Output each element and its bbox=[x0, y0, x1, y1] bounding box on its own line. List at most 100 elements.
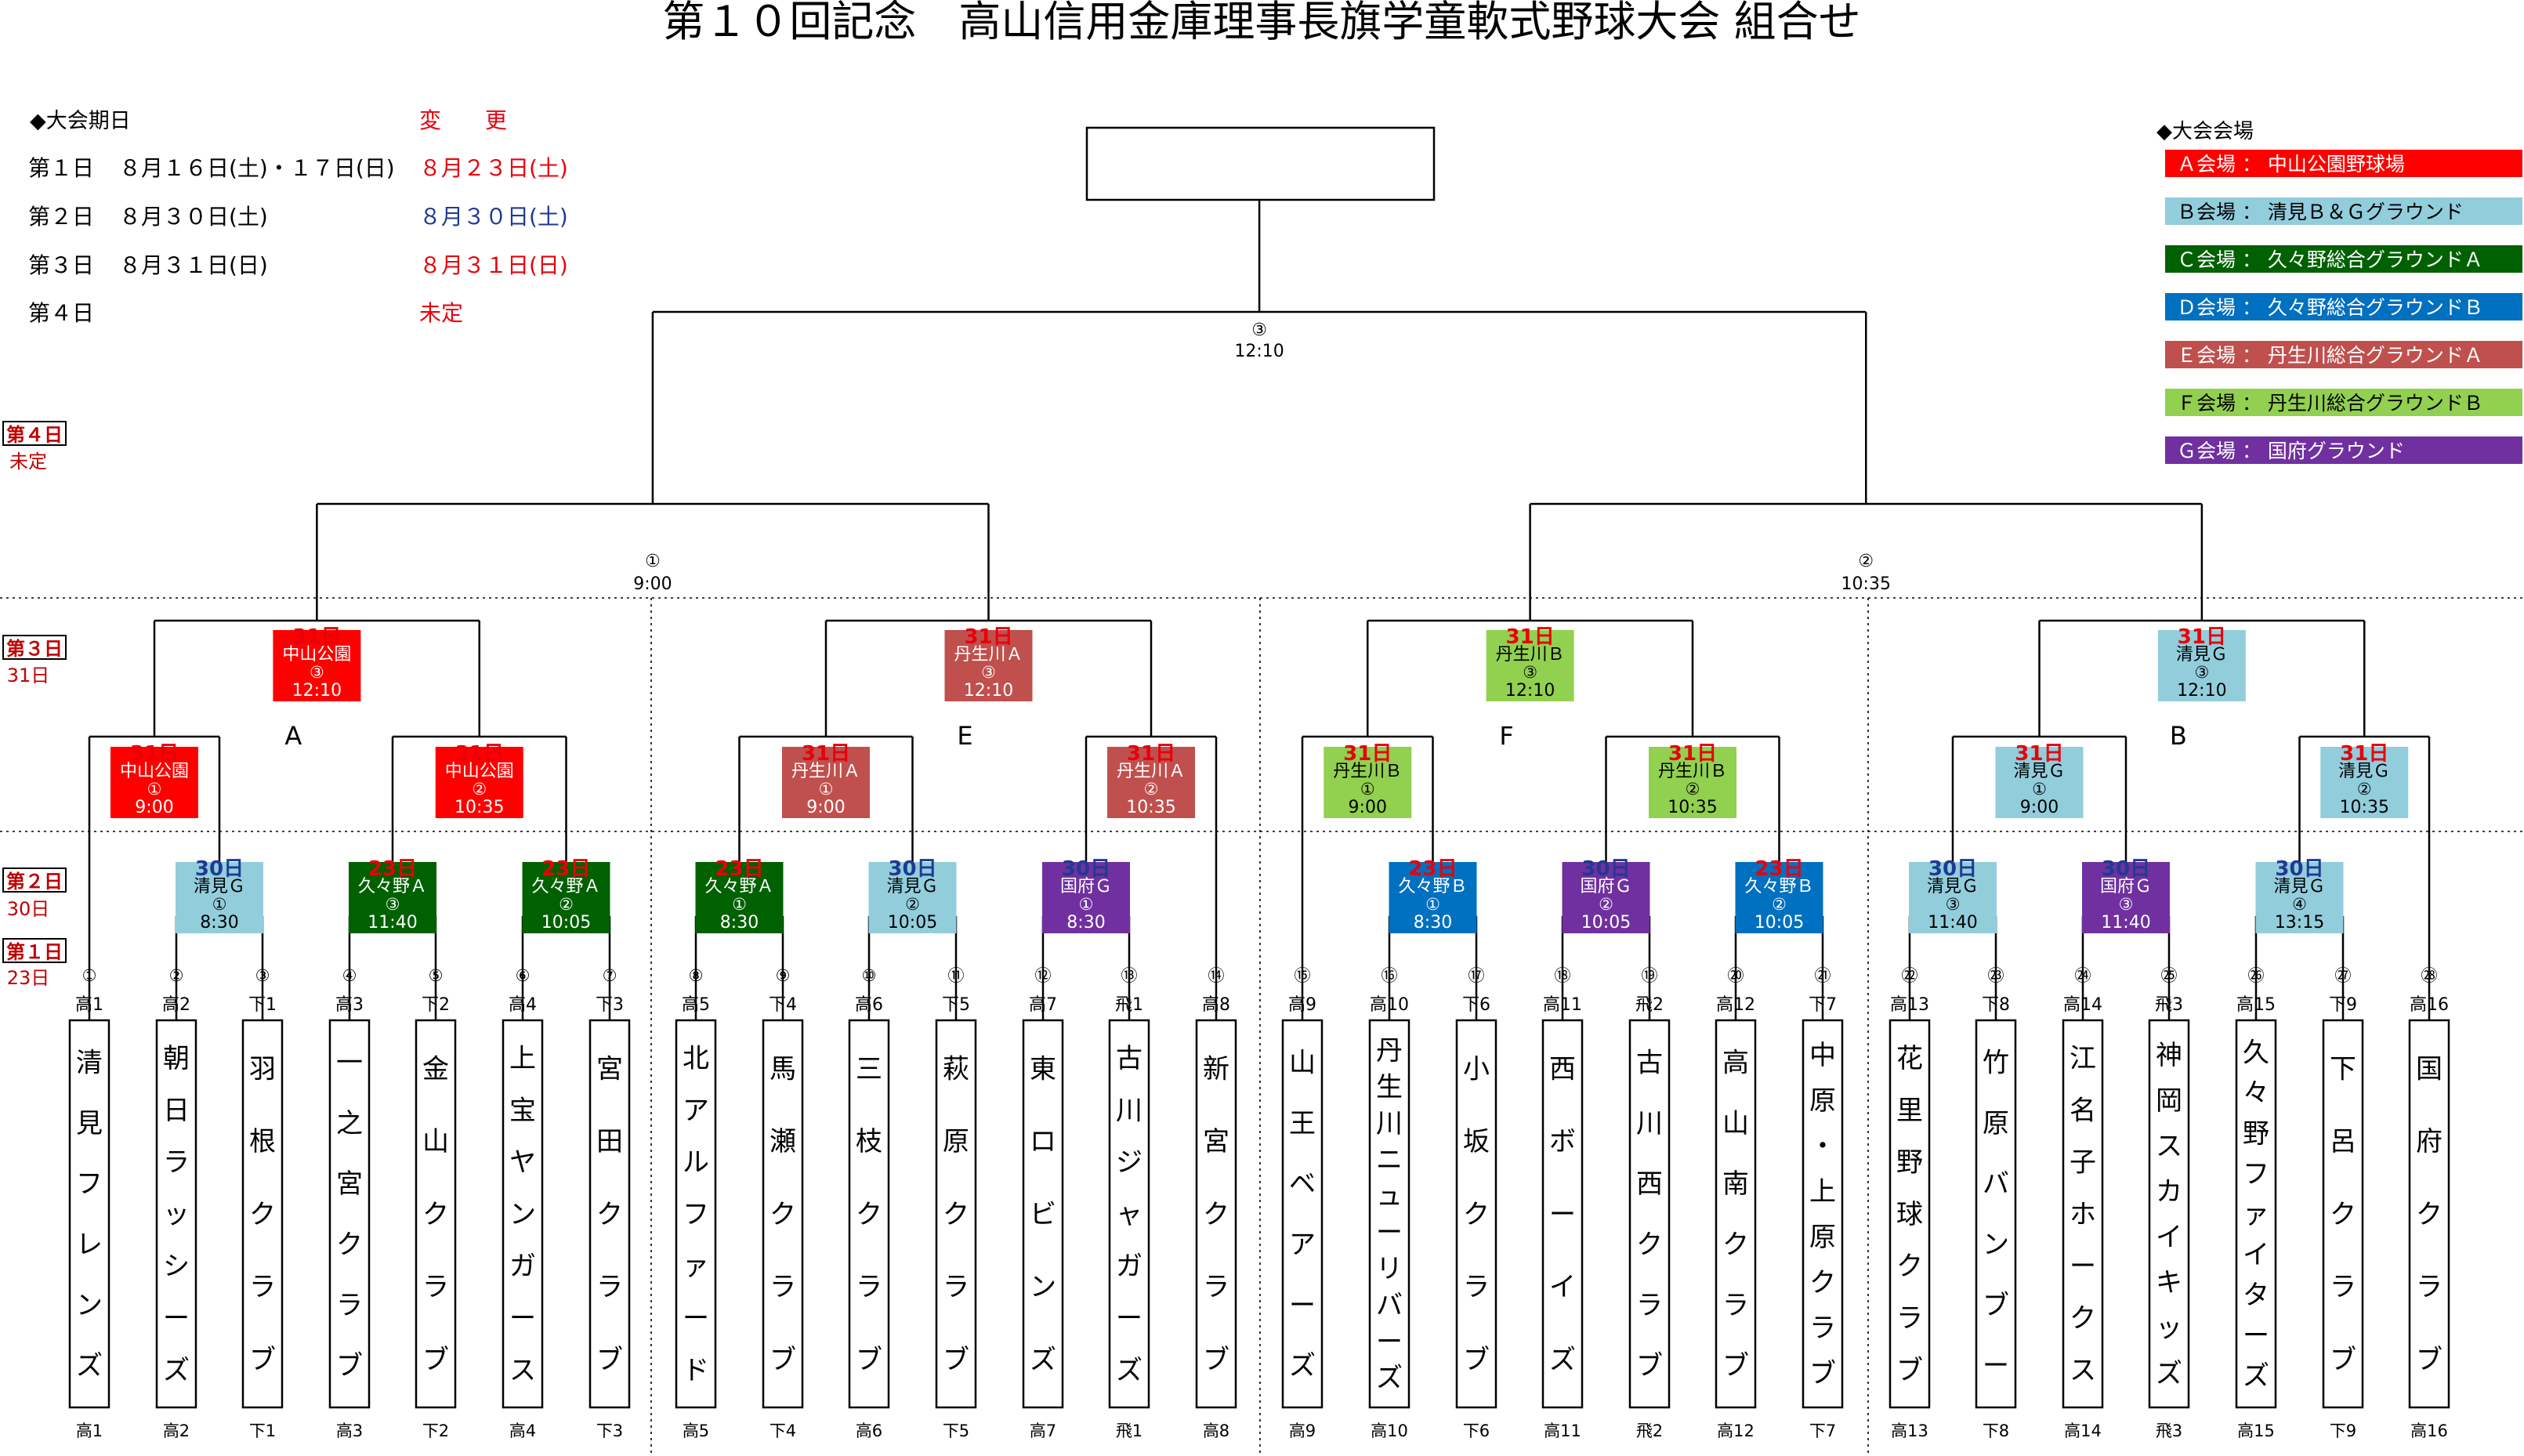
team-name-box bbox=[1455, 1019, 1497, 1409]
team-name-char: ー bbox=[1376, 1326, 1403, 1357]
block-letter: B bbox=[2170, 721, 2187, 751]
team-name-char: ブ bbox=[2416, 1345, 2443, 1376]
team-name-char: ク bbox=[1896, 1251, 1923, 1282]
team-name-char: ガ bbox=[509, 1251, 536, 1282]
round1-match-number: ② bbox=[1772, 895, 1787, 914]
team-name-char: ン bbox=[1983, 1230, 2009, 1261]
round1-match-date: 30日 bbox=[2275, 857, 2323, 881]
team-code: 高4 bbox=[509, 995, 537, 1015]
team-seed-number: ㉔ bbox=[2075, 966, 2091, 985]
team-seed-number: ⑬ bbox=[1121, 966, 1138, 985]
team-name-char: 羽 bbox=[249, 1053, 276, 1085]
team-name-char: ラ bbox=[1722, 1290, 1749, 1321]
team-name-char: イ bbox=[1549, 1272, 1576, 1303]
team-name: 久々野ファイターズ bbox=[2243, 1038, 2269, 1392]
team-name-box bbox=[2148, 1019, 2190, 1409]
team-code-footer: 高8 bbox=[1203, 1422, 1229, 1440]
round3-match-venue: 丹生川Ａ bbox=[954, 645, 1023, 665]
round-label-box bbox=[2, 938, 67, 963]
team-name: 高山南クラブ bbox=[1722, 1048, 1749, 1382]
team-code: 高3 bbox=[335, 995, 364, 1015]
team-code-footer: 下3 bbox=[596, 1422, 623, 1440]
schedule-change: ８月２３日(土) bbox=[419, 155, 568, 181]
round3-match-box bbox=[2157, 630, 2246, 701]
round2-match-box bbox=[1995, 747, 2084, 818]
semi-match-time: 9:00 bbox=[633, 574, 672, 594]
round2-match-box bbox=[435, 747, 523, 818]
team-name: 金山クラブ bbox=[422, 1053, 449, 1375]
team-name-char: 野 bbox=[2243, 1118, 2269, 1150]
team-seed-number: ⑫ bbox=[1035, 966, 1052, 985]
team-code-footer: 下1 bbox=[249, 1422, 276, 1440]
semi-match-time: 10:35 bbox=[1841, 574, 1891, 594]
round1-match-box bbox=[176, 862, 263, 933]
team-seed-number: ⑪ bbox=[948, 966, 965, 985]
team-code-footer: 高7 bbox=[1030, 1422, 1056, 1440]
round2-match-venue: 清見Ｇ bbox=[2013, 762, 2065, 781]
round1-match-number: ① bbox=[212, 895, 227, 914]
team-name-char: ン bbox=[1030, 1272, 1056, 1303]
team-code-footer: 高1 bbox=[76, 1422, 103, 1440]
round2-match-number: ① bbox=[2032, 780, 2047, 799]
round1-match-venue: 久々野Ａ bbox=[531, 877, 600, 896]
team-code-footer: 下7 bbox=[1809, 1422, 1836, 1440]
team-name-char: ア bbox=[683, 1095, 709, 1126]
team-name-char: 根 bbox=[249, 1126, 276, 1157]
team-name-box bbox=[1975, 1019, 2017, 1409]
team-name-char: ズ bbox=[2243, 1360, 2269, 1392]
round2-match-venue: 清見Ｇ bbox=[2338, 762, 2390, 781]
round2-match-box bbox=[1107, 747, 1195, 818]
team-code: 高2 bbox=[162, 995, 190, 1015]
team-name-char: 生 bbox=[1376, 1072, 1403, 1103]
team-name-char: ー bbox=[163, 1302, 190, 1334]
team-code-footer: 高3 bbox=[336, 1422, 363, 1440]
team-name: 西ボーイズ bbox=[1549, 1053, 1576, 1375]
team-name-char: 北 bbox=[683, 1043, 709, 1074]
team-name-char: ッ bbox=[163, 1199, 190, 1230]
match-boxes bbox=[110, 630, 2409, 933]
round1-match-box bbox=[868, 862, 957, 933]
team-name-char: 宝 bbox=[509, 1095, 536, 1126]
team-name: 江名子ホークス bbox=[2070, 1043, 2096, 1386]
venue-swatch bbox=[2165, 245, 2522, 273]
team-name-box bbox=[2235, 1019, 2277, 1409]
team-name: 山王ベアーズ bbox=[1289, 1048, 1316, 1382]
team-name-char: ク bbox=[2330, 1199, 2356, 1230]
team-name-char: ー bbox=[2243, 1320, 2269, 1352]
team-name-char: 川 bbox=[1116, 1095, 1142, 1126]
team-code-footer: 高13 bbox=[1891, 1422, 1928, 1440]
team-name-char: 名 bbox=[2070, 1095, 2096, 1126]
team-code-footer: 高2 bbox=[163, 1422, 190, 1440]
schedule-day: 第３日 bbox=[28, 252, 94, 278]
team-name-char: 川 bbox=[1636, 1108, 1663, 1139]
team-name-char: 原 bbox=[1809, 1222, 1836, 1253]
team-code: 高6 bbox=[855, 995, 883, 1015]
round1-match-time: 10:05 bbox=[541, 913, 591, 933]
round3-match-date: 31日 bbox=[1506, 625, 1555, 649]
round1-match-venue: 国府Ｇ bbox=[2100, 877, 2152, 896]
round2-match-time: 9:00 bbox=[135, 798, 173, 817]
team-name-char: 江 bbox=[2070, 1043, 2096, 1074]
team-name-char: ン bbox=[509, 1199, 536, 1230]
schedule-date: ８月３１日(日) bbox=[119, 252, 268, 278]
round1-match-box bbox=[2255, 862, 2344, 933]
round3-match-time: 12:10 bbox=[292, 681, 342, 701]
team-name-box bbox=[68, 1019, 110, 1409]
team-name-char: ズ bbox=[76, 1350, 103, 1382]
team-name-box bbox=[2062, 1019, 2104, 1409]
team-name-char: 古 bbox=[1636, 1048, 1663, 1079]
team-name-char: 萩 bbox=[943, 1053, 969, 1085]
team-name-box bbox=[2322, 1019, 2364, 1409]
team-name-char: 竹 bbox=[1983, 1048, 2009, 1079]
round2-match-box bbox=[110, 747, 198, 818]
team-name-char: ア bbox=[1289, 1230, 1316, 1261]
venue-swatch bbox=[2165, 389, 2522, 416]
round3-match-time: 12:10 bbox=[964, 681, 1013, 701]
team-name: 小坂クラブ bbox=[1463, 1053, 1490, 1375]
team-code: 下6 bbox=[1462, 995, 1490, 1015]
team-seed-number: ⑧ bbox=[689, 966, 704, 985]
team-name-char: 山 bbox=[1289, 1048, 1316, 1079]
round-label-day: 第２日 bbox=[6, 871, 63, 893]
